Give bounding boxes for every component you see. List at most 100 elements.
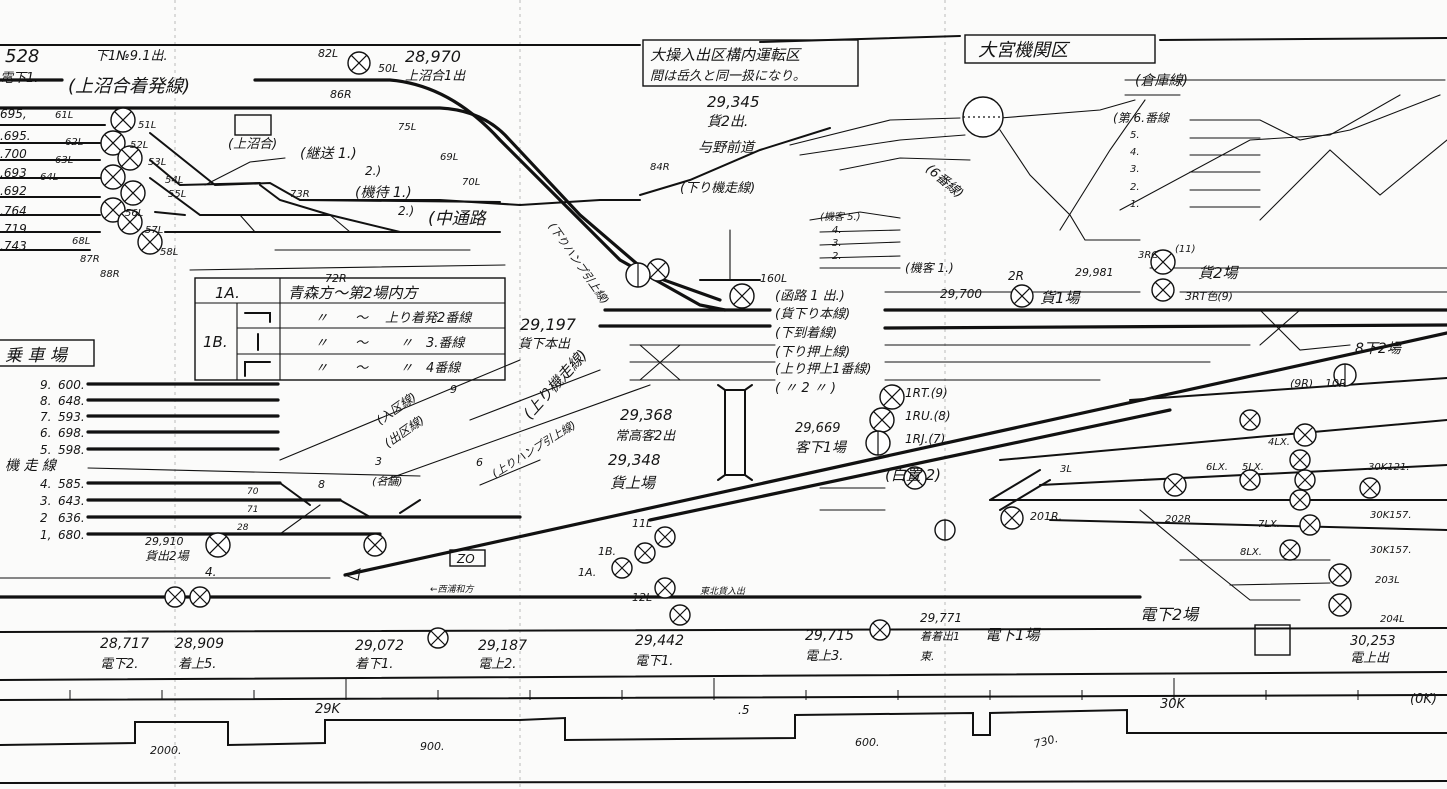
- track: [819, 241, 901, 246]
- label-sig-68L: 68L: [72, 236, 90, 247]
- label-km-l3: .700: [0, 147, 27, 161]
- track: [999, 419, 1447, 461]
- label-km-l2: .695.: [0, 129, 31, 143]
- label-km-30253: 30,253: [1350, 634, 1396, 649]
- track-number: 1,: [40, 528, 51, 542]
- label-km-29345: 29,345: [707, 93, 760, 111]
- label-sig-6LX: 6LX.: [1206, 462, 1228, 473]
- track: [384, 384, 651, 481]
- signal-icon: [1299, 514, 1321, 536]
- main-line: [343, 331, 1447, 577]
- label-km-l8: .743: [0, 239, 27, 253]
- label-nishiurawa: ←西浦和方: [430, 584, 475, 595]
- label-r-2: (貨下り本線): [775, 307, 850, 322]
- label-grad-900: 900.: [420, 740, 445, 753]
- label-label-29669: 客下1場: [795, 440, 848, 456]
- label-sig-3: 3: [375, 455, 382, 468]
- label-km-30157b: 30K157.: [1370, 545, 1412, 556]
- track: [259, 184, 401, 233]
- track: [0, 106, 722, 302]
- label-b-29771l: 着着出1: [920, 630, 960, 643]
- profile-line: [0, 671, 1447, 681]
- label-up-kisou: (上り機走線): [520, 346, 591, 422]
- signal-icon: [1239, 409, 1261, 431]
- label-b-29072l: 着下1.: [355, 657, 393, 672]
- track: [789, 117, 961, 146]
- label-sig-8: 8: [318, 478, 325, 491]
- signal-icon: [100, 164, 126, 190]
- label-kitai-2: 2.): [398, 204, 414, 218]
- signal-icon: [729, 283, 755, 309]
- label-b-29771e: 東.: [920, 650, 935, 663]
- track-length: 585.: [58, 477, 85, 491]
- table-cell: ～: [355, 336, 369, 351]
- label-kikyaku-5: (機客 5.): [820, 211, 861, 223]
- label-sig-7LX: 7LX.: [1258, 519, 1280, 530]
- label-km-l7: .719: [0, 222, 27, 236]
- label-b-29072: 29,072: [355, 638, 404, 654]
- label-sig-160L: 160L: [760, 272, 787, 285]
- label-km-28970: 28,970: [405, 47, 461, 66]
- label-km-l5: .692: [0, 184, 27, 198]
- label-km-30157a: 30K157.: [1370, 510, 1412, 521]
- label-b-29442l: 電下1.: [635, 654, 673, 669]
- label-b-29442: 29,442: [635, 633, 684, 649]
- label-down-9-1-out: 下1№9.1出.: [95, 49, 168, 64]
- signal-icon: [1333, 363, 1357, 387]
- label-kisou-line: 機 走 線: [5, 458, 58, 474]
- table-cell: ～: [355, 361, 369, 376]
- label-b-29715: 29,715: [805, 628, 854, 644]
- label-souko-line: (倉庫線): [1135, 73, 1188, 89]
- zo-box: [449, 549, 486, 567]
- station-indicator-box: [1254, 624, 1291, 656]
- label-notice-2: 間は岳久と同一扱になり。: [650, 69, 806, 84]
- label-scale-5: .5: [738, 703, 749, 717]
- label-km-29197: 29,197: [520, 315, 577, 334]
- track: [253, 78, 727, 312]
- signal-icon: [1328, 593, 1352, 617]
- label-sig-55L: 55L: [168, 189, 186, 200]
- route-symbol-right: [244, 361, 271, 377]
- signal-icon: [869, 619, 891, 641]
- track-length: 643.: [58, 494, 85, 508]
- track-length: 598.: [58, 443, 85, 457]
- track: [759, 35, 961, 43]
- signal-icon: [1289, 489, 1311, 511]
- track-number: 5.: [40, 443, 51, 457]
- signal-icon: [869, 407, 895, 433]
- crossover: [1259, 309, 1351, 351]
- signal-icon: [654, 526, 676, 548]
- label-sig-71: 71: [247, 505, 258, 515]
- track-number: 2: [40, 511, 48, 525]
- label-sig-10R: 10R: [1325, 377, 1347, 390]
- label-zo: ZO: [456, 552, 475, 566]
- label-km-528: 528: [5, 46, 39, 67]
- table-header-right: 青森方～第2場内方: [288, 284, 420, 302]
- label-dai6-3: 3.: [1130, 164, 1140, 175]
- signal-icon: [427, 627, 449, 649]
- label-km-29669: 29,669: [795, 421, 841, 436]
- label-sig-3L: 3L: [1060, 464, 1072, 475]
- label-km-29700: 29,700: [940, 287, 982, 301]
- track-number: 6.: [40, 426, 51, 440]
- route-symbol-left: [244, 312, 271, 323]
- label-sig-11: (11): [1175, 244, 1196, 255]
- label-kikyaku-3: 3.: [832, 238, 842, 249]
- table-cell: 〃: [315, 311, 328, 326]
- crossover: [639, 344, 681, 381]
- track: [149, 159, 261, 187]
- label-b-29771: 29,771: [920, 611, 962, 625]
- label-b-28909: 28,909: [175, 636, 224, 652]
- signal-icon: [110, 107, 136, 133]
- label-label-30253: 電上出: [1350, 651, 1390, 666]
- label-km-l4: .693: [0, 166, 27, 180]
- platform-track-list: 9. 600. 8. 648. 7. 593. 6. 698. 5. 598. …: [40, 378, 85, 542]
- label-kamotsu1: 貨1場: [1040, 289, 1082, 307]
- label-sig-88R: 88R: [100, 269, 120, 280]
- signal-icon: [934, 519, 956, 541]
- label-rokuban: (6番線): [922, 162, 966, 202]
- label-sig-56L: 56L: [125, 208, 143, 219]
- label-ge8-2: 8下2場: [1355, 341, 1403, 357]
- track: [1259, 139, 1447, 221]
- track: [819, 255, 901, 259]
